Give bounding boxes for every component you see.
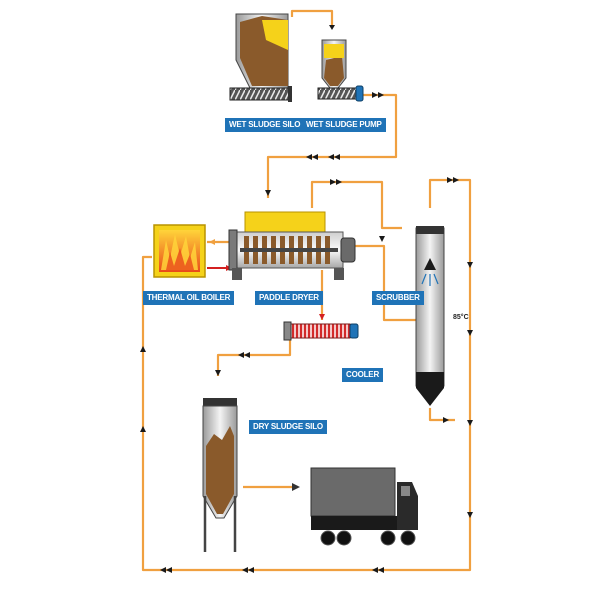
pipe-scrubber-drain [428, 408, 455, 422]
label-wet-sludge-pump: WET SLUDGE PUMP [302, 118, 386, 132]
arrow [378, 567, 384, 573]
arrow [467, 330, 473, 336]
arrow [140, 346, 146, 352]
paddle-dryer [228, 211, 356, 280]
arrow [166, 567, 172, 573]
arrow [443, 417, 449, 423]
arrow [306, 154, 312, 160]
arrow [312, 154, 318, 160]
label-dry-sludge-silo: DRY SLUDGE SILO [249, 420, 327, 434]
arrow [242, 567, 248, 573]
label-paddle-dryer: PADDLE DRYER [255, 291, 323, 305]
thermal-oil-boiler [153, 224, 206, 278]
arrow [453, 177, 459, 183]
wet-sludge-pump [317, 39, 364, 102]
arrow [372, 92, 378, 98]
arrow [330, 179, 336, 185]
label-wet-sludge-silo: WET SLUDGE SILO [225, 118, 305, 132]
label-temperature: 85°C [453, 314, 469, 321]
arrow [447, 177, 453, 183]
dry-sludge-silo [202, 398, 238, 552]
arrow [467, 512, 473, 518]
label-thermal-oil-boiler: THERMAL OIL BOILER [143, 291, 235, 305]
label-cooler: COOLER [342, 368, 384, 382]
truck [310, 467, 418, 546]
arrow [319, 314, 325, 320]
pipes [141, 9, 472, 572]
arrow [372, 567, 378, 573]
pipe-pump-to-dryer [266, 93, 398, 198]
arrow [160, 567, 166, 573]
flow-arrows [140, 25, 473, 573]
arrow [265, 190, 271, 196]
arrow [238, 352, 244, 358]
arrow [209, 239, 215, 245]
arrow [467, 420, 473, 426]
arrow [379, 236, 385, 242]
pipe-scrubber-top [141, 178, 472, 572]
arrow [248, 567, 254, 573]
cooler [283, 321, 359, 341]
arrow [467, 262, 473, 268]
pipe-dryer-scrubber-low [345, 244, 418, 322]
wet-sludge-silo [229, 13, 292, 102]
arrow [328, 154, 334, 160]
label-scrubber: SCRUBBER [372, 291, 424, 305]
pipe-cooler-to-silo [216, 338, 292, 376]
pipe-silo-to-pump [290, 9, 334, 28]
arrow [244, 352, 250, 358]
arrow [329, 25, 335, 30]
arrow [140, 426, 146, 432]
arrow [334, 154, 340, 160]
arrow [292, 483, 300, 491]
pipe-dryer-vapour [310, 180, 402, 230]
arrow [215, 370, 221, 376]
scrubber [415, 226, 445, 406]
arrow [378, 92, 384, 98]
arrow [336, 179, 342, 185]
